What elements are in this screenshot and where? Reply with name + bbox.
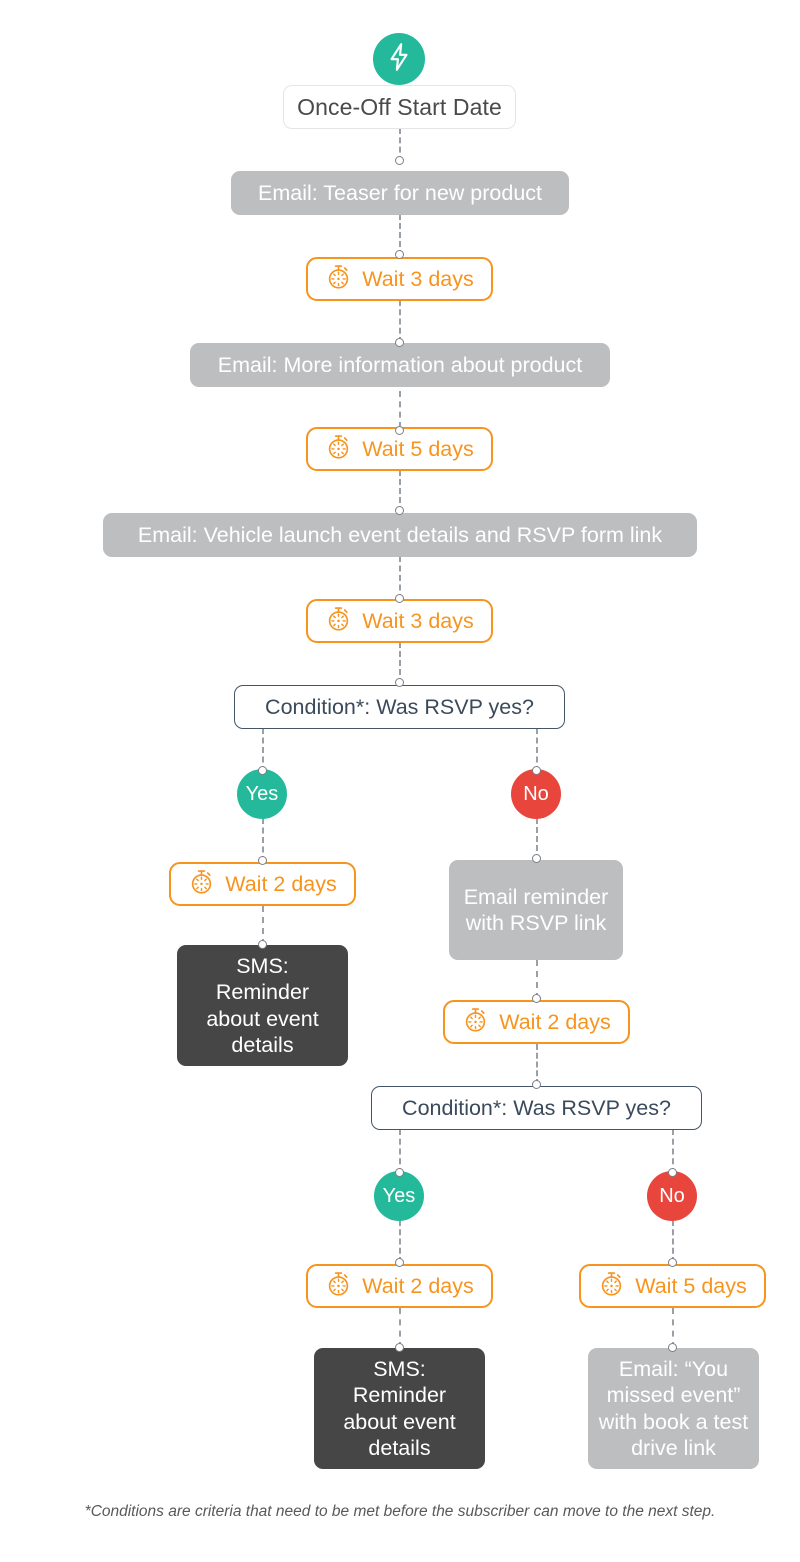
node-label: Wait 2 days [225,871,337,896]
node-wait-2-days-1[interactable]: Wait 2 days [169,862,356,906]
connector-dot [395,678,404,687]
node-label: Email: “You missed event” with book a te… [598,1357,749,1460]
node-label: Condition*: Was RSVP yes? [265,694,534,719]
connector-condition1-right-branch [536,728,538,772]
node-label: Wait 3 days [362,266,474,291]
node-email-reminder-rsvp[interactable]: Email reminder with RSVP link [449,860,623,960]
node-label: Email: More information about product [217,352,583,377]
node-label: Wait 3 days [362,608,474,633]
connector-no1-to-email4 [536,818,538,860]
connector-condition2-right-branch [672,1129,674,1174]
connector-dot [532,1080,541,1089]
connector-dot [668,1168,677,1177]
connector-dot [668,1343,677,1352]
node-label: Email reminder with RSVP link [463,884,609,935]
connector-wait4-to-sms1 [262,906,264,945]
node-label: Email: Vehicle launch event details and … [137,522,663,547]
node-start-once-off-start-date[interactable]: Once-Off Start Date [283,85,516,129]
footnote-conditions: *Conditions are criteria that need to be… [0,1503,800,1521]
branch-label: Yes [245,782,279,805]
branch-label: No [523,782,549,805]
connector-dot [395,1343,404,1352]
branch-label: Yes [382,1184,416,1207]
stopwatch-icon [325,605,352,638]
connector-wait6-to-sms2 [399,1308,401,1348]
node-label: Once-Off Start Date [297,93,502,120]
connector-dot [532,994,541,1003]
node-label: Wait 5 days [362,436,474,461]
connector-yes1-to-wait4 [262,818,264,862]
connector-wait7-to-email5 [672,1308,674,1348]
footnote-text: *Conditions are criteria that need to be… [84,1503,716,1520]
connector-dot [395,250,404,259]
connector-wait2-to-email3 [399,470,401,512]
node-label: SMS: Reminder about event details [343,1357,456,1460]
node-email-you-missed-event[interactable]: Email: “You missed event” with book a te… [588,1348,759,1469]
node-label: Wait 2 days [499,1009,611,1034]
connector-yes2-to-wait6 [399,1220,401,1263]
node-label: Condition*: Was RSVP yes? [402,1095,671,1120]
node-label: Wait 2 days [362,1273,474,1298]
stopwatch-icon [188,868,215,901]
stopwatch-icon [325,263,352,296]
connector-dot [258,856,267,865]
connector-dot [532,854,541,863]
connector-dot [395,1168,404,1177]
node-label: Wait 5 days [635,1273,747,1298]
node-condition-rsvp-1[interactable]: Condition*: Was RSVP yes? [234,685,565,729]
connector-dot [395,594,404,603]
stopwatch-icon [325,1270,352,1303]
connector-no2-to-wait7 [672,1220,674,1263]
stopwatch-icon [598,1270,625,1303]
connector-dot [395,338,404,347]
connector-dot [395,426,404,435]
node-wait-2-days-2[interactable]: Wait 2 days [443,1000,630,1044]
branch-no-2[interactable]: No [647,1171,697,1221]
node-email-more-information[interactable]: Email: More information about product [190,343,610,387]
node-condition-rsvp-2[interactable]: Condition*: Was RSVP yes? [371,1086,702,1130]
connector-email1-to-wait1 [399,214,401,256]
connector-wait5-to-condition2 [536,1044,538,1085]
connector-dot [532,766,541,775]
node-sms-reminder-2[interactable]: SMS: Reminder about event details [314,1348,485,1469]
branch-yes-1[interactable]: Yes [237,769,287,819]
connector-condition2-left-branch [399,1129,401,1174]
connector-condition1-left-branch [262,728,264,772]
node-sms-reminder-1[interactable]: SMS: Reminder about event details [177,945,348,1066]
stopwatch-icon [462,1006,489,1039]
branch-yes-2[interactable]: Yes [374,1171,424,1221]
connector-dot [395,506,404,515]
connector-email4-to-wait5 [536,960,538,999]
node-email-teaser[interactable]: Email: Teaser for new product [231,171,569,215]
connector-dot [395,1258,404,1267]
branch-no-1[interactable]: No [511,769,561,819]
node-label: SMS: Reminder about event details [206,954,319,1057]
connector-dot [668,1258,677,1267]
connector-email2-to-wait2 [399,391,401,428]
connector-wait1-to-email2 [399,300,401,343]
node-wait-3-days-2[interactable]: Wait 3 days [306,599,493,643]
connector-dot [258,766,267,775]
node-wait-3-days-1[interactable]: Wait 3 days [306,257,493,301]
branch-label: No [659,1184,685,1207]
node-label: Email: Teaser for new product [257,180,542,205]
node-email-vehicle-launch[interactable]: Email: Vehicle launch event details and … [103,513,697,557]
trigger-lightning-badge [373,33,425,85]
connector-wait3-to-condition1 [399,642,401,684]
connector-dot [395,156,404,165]
connector-email3-to-wait3 [399,556,401,600]
node-wait-2-days-3[interactable]: Wait 2 days [306,1264,493,1308]
connector-start-to-email1 [399,128,401,162]
connector-dot [258,940,267,949]
lightning-bolt-icon [386,42,412,77]
stopwatch-icon [325,433,352,466]
node-wait-5-days-2[interactable]: Wait 5 days [579,1264,766,1308]
